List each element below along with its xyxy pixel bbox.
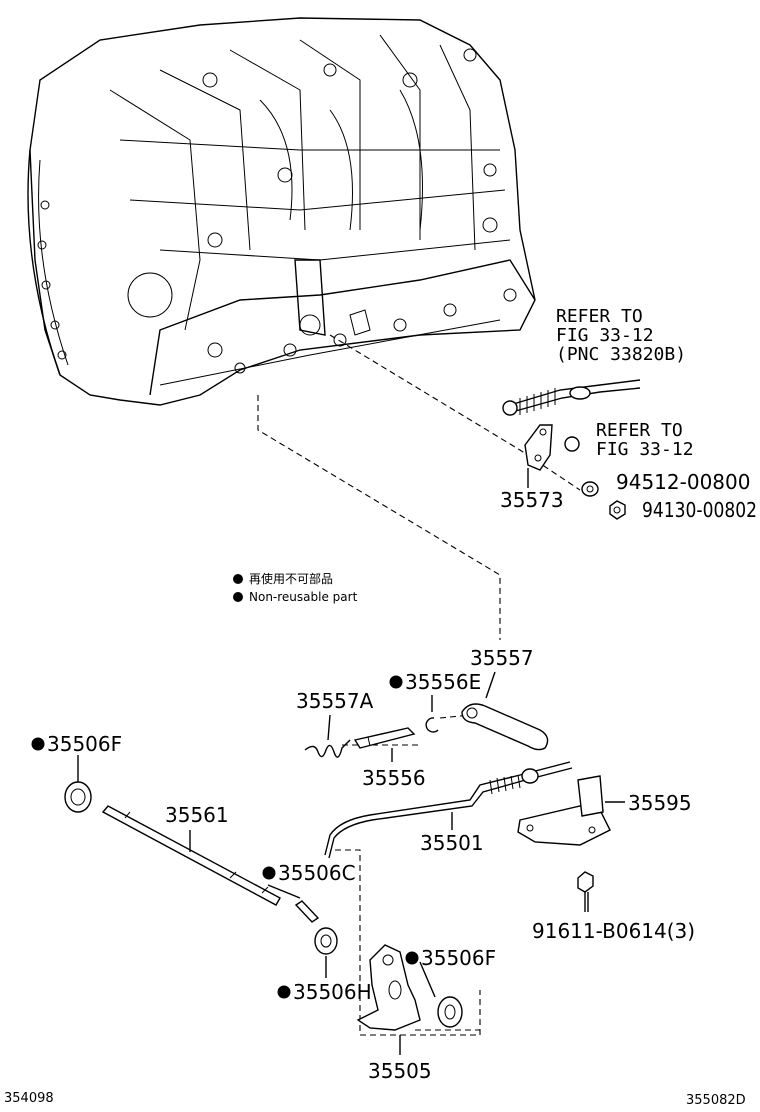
pin-35506C [267, 884, 320, 923]
lever-35557 [461, 671, 549, 751]
bracket-35573 [524, 424, 553, 488]
label-35557A: 35557A [296, 689, 374, 713]
leader-lines [257, 334, 581, 1036]
label-35556E: 35556E [405, 670, 481, 694]
cable-35501 [324, 761, 573, 859]
e-ring-35556E [425, 695, 439, 733]
label-35505: 35505 [368, 1059, 432, 1083]
reference-notes: REFER TO FIG 33-12 (PNC 33820B) REFER TO… [556, 306, 694, 460]
label-94130-00802: 94130-00802 [642, 498, 757, 522]
legend: 再使用不可部品 Non-reusable part [249, 571, 358, 604]
spring-35557A [304, 714, 351, 758]
transmission-housing [27, 17, 536, 406]
lever-35505 [356, 944, 421, 1055]
bushing-35506H [314, 927, 338, 978]
refer-note-2-line2: FIG 33-12 [596, 439, 694, 460]
refer-note-1-line2: FIG 33-12 [556, 325, 654, 346]
label-35506H: 35506H [293, 980, 372, 1004]
label-35595: 35595 [628, 791, 692, 815]
label-35506F-left: 35506F [47, 732, 122, 756]
part-number-labels: 94512-00800 35573 94130-00802 35557 3555… [47, 470, 757, 1083]
label-35561: 35561 [165, 803, 229, 827]
label-35573: 35573 [500, 488, 564, 512]
figure-codes: 354098 355082D [4, 1091, 746, 1108]
label-35506F-right: 35506F [421, 946, 496, 970]
nut-94130 [609, 500, 626, 520]
refer-note-1-line3: (PNC 33820B) [556, 344, 686, 365]
figure-code-left: 354098 [4, 1091, 54, 1106]
washer-94512 [581, 481, 599, 497]
oil-seal-35506F-right [419, 961, 463, 1028]
control-cable-end [502, 379, 641, 416]
bracket-35595 [517, 775, 625, 846]
non-reusable-markers [31, 574, 419, 999]
pin-35556 [353, 727, 416, 762]
label-35557: 35557 [470, 646, 534, 670]
refer-note-2-line1: REFER TO [596, 420, 683, 441]
legend-japanese: 再使用不可部品 [249, 571, 333, 586]
label-35556: 35556 [362, 766, 426, 790]
label-91611-B0614: 91611-B0614(3) [532, 919, 695, 943]
label-94512-00800: 94512-00800 [616, 470, 750, 494]
label-35501: 35501 [420, 831, 484, 855]
refer-note-1-line1: REFER TO [556, 306, 643, 327]
shaft-35561 [101, 805, 281, 906]
legend-english: Non-reusable part [249, 590, 358, 604]
bolt-91611 [577, 871, 594, 912]
oil-seal-35506F-left [64, 755, 92, 813]
label-35506C: 35506C [278, 861, 356, 885]
figure-code-right: 355082D [686, 1093, 746, 1108]
nut-refer [564, 436, 580, 452]
